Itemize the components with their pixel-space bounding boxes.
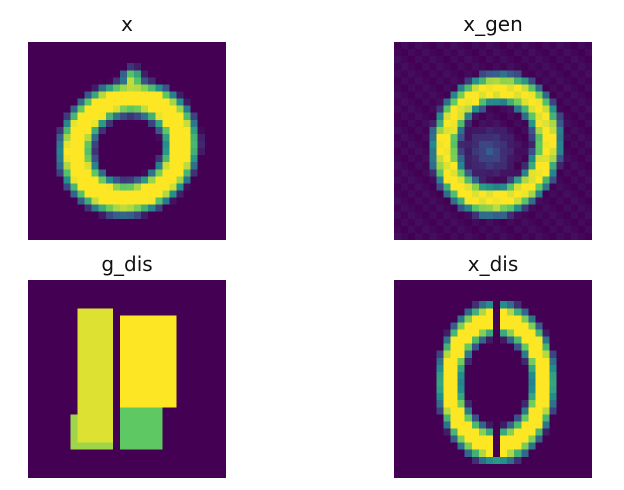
panel-x-dis: x_dis bbox=[394, 242, 592, 482]
image-x bbox=[28, 42, 226, 240]
panel-title: g_dis bbox=[101, 252, 153, 276]
image-g-dis bbox=[28, 280, 226, 478]
image-x-dis bbox=[394, 280, 592, 478]
panel-x: x bbox=[28, 0, 226, 240]
panel-g-dis: g_dis bbox=[28, 242, 226, 482]
panel-x-gen: x_gen bbox=[394, 0, 592, 240]
panel-title: x_dis bbox=[467, 252, 519, 276]
image-x-gen bbox=[394, 42, 592, 240]
panel-title: x_gen bbox=[463, 12, 523, 36]
panel-title: x bbox=[121, 12, 133, 36]
